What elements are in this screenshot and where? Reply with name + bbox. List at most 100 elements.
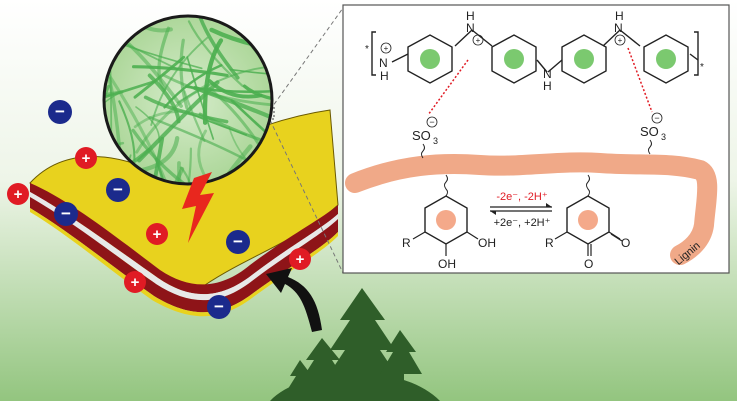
lignin-chain — [345, 152, 718, 265]
fiber — [135, 106, 160, 143]
fiber — [131, 65, 229, 77]
benzene-ring — [643, 34, 689, 84]
fiber — [118, 100, 136, 161]
svg-text:H: H — [380, 69, 389, 83]
svg-text:+: + — [131, 274, 140, 291]
imine-nh-bridge: H N + — [466, 9, 484, 46]
minus-charge: − — [207, 295, 231, 319]
fiber — [104, 80, 156, 113]
polyaniline-chain — [371, 29, 699, 76]
forest-icon — [270, 288, 440, 401]
minus-charge: − — [54, 202, 78, 226]
svg-text:O: O — [621, 236, 630, 250]
svg-text:R: R — [545, 236, 554, 250]
svg-text:3: 3 — [661, 132, 666, 142]
fiber — [157, 26, 171, 92]
fiber — [198, 16, 240, 80]
plus-charge: + — [7, 183, 29, 205]
svg-text:3: 3 — [433, 136, 438, 146]
fiber — [139, 136, 180, 173]
fiber — [143, 95, 229, 124]
svg-text:+: + — [153, 226, 162, 243]
fiber — [179, 166, 194, 184]
fiber — [183, 90, 206, 142]
minus-charge: − — [106, 178, 130, 202]
svg-text:N: N — [543, 67, 552, 81]
fiber — [154, 157, 171, 184]
amine-nh-middle: N H — [543, 67, 552, 93]
fiber — [104, 92, 120, 127]
fiber — [207, 79, 263, 99]
svg-text:−: − — [113, 180, 123, 199]
svg-text:N: N — [466, 21, 475, 35]
fiber — [124, 40, 183, 108]
svg-text:H: H — [466, 9, 475, 23]
svg-text:O: O — [584, 257, 593, 271]
fiber — [133, 55, 186, 99]
chemistry-inset: Lignin * * + N H H — [342, 4, 730, 274]
svg-text:+: + — [296, 251, 305, 268]
curved-arrow-icon — [266, 268, 322, 332]
plus-charge: + — [75, 147, 97, 169]
svg-text:OH: OH — [438, 257, 456, 271]
svg-text:+: + — [618, 36, 623, 45]
svg-text:+: + — [14, 186, 23, 203]
plus-charge: + — [124, 271, 146, 293]
svg-text:SO: SO — [412, 128, 431, 143]
svg-text:SO: SO — [640, 124, 659, 139]
svg-text:N: N — [379, 56, 388, 70]
minus-charge: − — [226, 230, 250, 254]
benzene-ring — [407, 34, 453, 84]
star-label: * — [365, 44, 369, 55]
svg-text:+: + — [82, 150, 91, 167]
fiber — [176, 65, 272, 104]
electrode — [29, 109, 339, 317]
fiber — [230, 99, 272, 166]
svg-text:+: + — [476, 36, 481, 45]
catechol-ring: R OH OH — [402, 174, 496, 271]
fiber — [179, 38, 189, 110]
svg-text:−: − — [429, 117, 434, 127]
fiber — [139, 136, 165, 184]
imine-nh-right: H N + — [614, 9, 626, 46]
fiber — [242, 84, 272, 104]
fiber — [107, 73, 170, 184]
benzene-ring — [491, 34, 537, 84]
svg-text:R: R — [402, 236, 411, 250]
charges: − + + − − + + − + − — [7, 100, 311, 319]
fiber — [187, 20, 244, 88]
svg-text:−: − — [233, 232, 243, 251]
svg-text:H: H — [615, 9, 624, 23]
fiber — [163, 64, 223, 109]
plus-charge: + — [289, 248, 311, 270]
svg-text:+2e⁻, +2H⁺: +2e⁻, +2H⁺ — [494, 217, 551, 229]
svg-text:−: − — [214, 297, 224, 316]
svg-text:−: − — [55, 102, 65, 121]
fiber — [104, 148, 151, 184]
interaction-dash — [427, 59, 469, 116]
svg-text:+: + — [384, 44, 389, 53]
svg-text:H: H — [543, 79, 552, 93]
sulfonate-left: − SO 3 — [412, 116, 438, 159]
fiber — [177, 161, 194, 184]
svg-text:-2e⁻, -2H⁺: -2e⁻, -2H⁺ — [496, 191, 548, 203]
svg-text:N: N — [614, 21, 623, 35]
lightning-icon — [182, 172, 214, 243]
fiber — [161, 147, 193, 184]
imine-nh-left: + N H — [379, 42, 392, 83]
minus-charge: − — [48, 100, 72, 124]
svg-text:−: − — [61, 204, 71, 223]
star-label: * — [700, 62, 704, 73]
quinone-ring: R O O — [545, 174, 630, 271]
svg-text:−: − — [654, 113, 659, 123]
fiber — [196, 144, 253, 184]
redox-arrows: -2e⁻, -2H⁺ +2e⁻, +2H⁺ — [490, 191, 552, 229]
sulfonate-right: − SO 3 — [640, 112, 666, 155]
svg-text:OH: OH — [478, 236, 496, 250]
fiber — [150, 36, 209, 126]
fiber — [131, 128, 215, 184]
benzene-ring — [561, 34, 607, 84]
interaction-dash — [627, 47, 653, 113]
plus-charge: + — [146, 223, 168, 245]
